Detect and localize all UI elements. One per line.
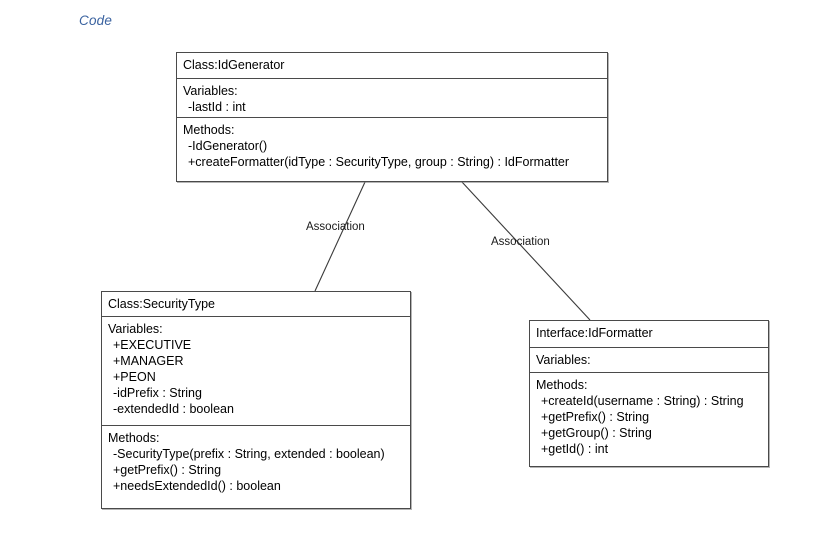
methods-list: +createId(username : String) : String +g… [536, 393, 762, 457]
methods-label: Methods: [183, 123, 235, 137]
methods-list: -SecurityType(prefix : String, extended … [108, 446, 404, 494]
list-item: +createFormatter(idType : SecurityType, … [188, 155, 570, 169]
association-line-idformatter [461, 181, 591, 321]
list-item: +EXECUTIVE [113, 338, 192, 352]
class-title-compartment: Class:IdGenerator [177, 53, 607, 79]
list-item: +getGroup() : String [541, 426, 652, 440]
list-item: -idPrefix : String [113, 386, 202, 400]
methods-label: Methods: [108, 431, 160, 445]
page-title: Code [79, 13, 113, 28]
list-item: +createId(username : String) : String [541, 394, 744, 408]
variables-label: Variables: [108, 322, 163, 336]
variables-compartment: Variables: -lastId : int [177, 79, 607, 118]
methods-compartment: Methods: +createId(username : String) : … [530, 373, 768, 468]
class-name-securitytype: Class:SecurityType [108, 297, 215, 311]
methods-compartment: Methods: -IdGenerator() +createFormatter… [177, 118, 607, 183]
list-item: -extendedId : boolean [113, 402, 234, 416]
methods-label: Methods: [536, 378, 588, 392]
variables-compartment: Variables: +EXECUTIVE +MANAGER +PEON -id… [102, 317, 410, 426]
interface-title-compartment: Interface:IdFormatter [530, 321, 768, 348]
list-item: +getPrefix() : String [541, 410, 650, 424]
list-item: +getId() : int [541, 442, 609, 456]
variables-list: -lastId : int [183, 99, 601, 115]
variables-label: Variables: [536, 353, 591, 367]
interface-name-idformatter: Interface:IdFormatter [536, 326, 653, 340]
list-item: +getPrefix() : String [113, 463, 222, 477]
variables-label: Variables: [183, 84, 238, 98]
methods-list: -IdGenerator() +createFormatter(idType :… [183, 138, 601, 170]
uml-class-idgenerator[interactable]: Class:IdGenerator Variables: -lastId : i… [176, 52, 608, 182]
list-item: +PEON [113, 370, 156, 384]
methods-compartment: Methods: -SecurityType(prefix : String, … [102, 426, 410, 510]
association-label-idformatter: Association [491, 236, 550, 248]
list-item: +MANAGER [113, 354, 184, 368]
uml-interface-idformatter[interactable]: Interface:IdFormatter Variables: Methods… [529, 320, 769, 467]
list-item: -lastId : int [188, 100, 246, 114]
association-line-securitytype [314, 181, 366, 292]
class-title-compartment: Class:SecurityType [102, 292, 410, 317]
class-name-idgenerator: Class:IdGenerator [183, 58, 285, 72]
uml-class-securitytype[interactable]: Class:SecurityType Variables: +EXECUTIVE… [101, 291, 411, 509]
variables-compartment: Variables: [530, 348, 768, 373]
list-item: -IdGenerator() [188, 139, 268, 153]
variables-list: +EXECUTIVE +MANAGER +PEON -idPrefix : St… [108, 337, 404, 417]
list-item: +needsExtendedId() : boolean [113, 479, 281, 493]
list-item: -SecurityType(prefix : String, extended … [113, 447, 385, 461]
association-label-securitytype: Association [306, 221, 365, 233]
